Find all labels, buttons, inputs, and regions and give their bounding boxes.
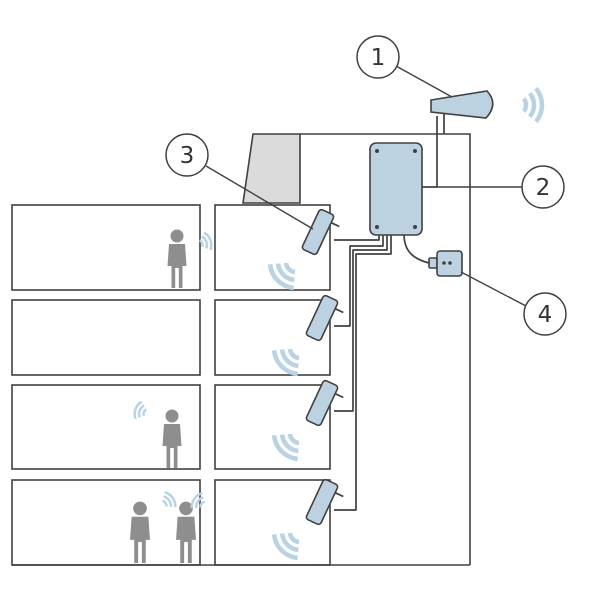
- indoor-antenna-3: [305, 379, 344, 427]
- outlet-pin-icon: [448, 261, 452, 265]
- building-cross-section: [11, 133, 471, 566]
- leader-line-1: [395, 65, 453, 98]
- callout-4: 4: [523, 292, 567, 336]
- callout-3: 3: [165, 133, 209, 177]
- indoor-antenna-1: [301, 208, 340, 256]
- outdoor-signal-waves-icon: [524, 88, 542, 121]
- indoor-antenna-2: [305, 294, 344, 342]
- roof-structure: [242, 133, 301, 204]
- power-cord: [403, 233, 430, 264]
- room-floor2-left: [11, 299, 201, 376]
- leader-line-4: [460, 271, 527, 307]
- screw-icon: [413, 225, 417, 229]
- cable-to-antenna-2: [334, 234, 384, 327]
- power-plug: [428, 257, 438, 269]
- outdoor-antenna-cable: [421, 116, 438, 188]
- cable-to-antenna-1: [334, 234, 380, 241]
- screw-icon: [413, 149, 417, 153]
- callout-1-number: 1: [371, 45, 386, 71]
- cable-to-antenna-4: [334, 234, 392, 511]
- cable-to-antenna-3: [334, 234, 388, 412]
- callout-leaders: [205, 65, 527, 307]
- booster-unit: [369, 142, 423, 236]
- outdoor-antenna-body: [430, 90, 494, 119]
- screw-icon: [375, 149, 379, 153]
- outdoor-antenna: [430, 88, 542, 134]
- indoor-antenna-4: [305, 478, 344, 526]
- outlet-pin-icon: [442, 261, 446, 265]
- room-floor1-left: [11, 204, 201, 291]
- callout-2-number: 2: [536, 175, 551, 201]
- screw-icon: [375, 225, 379, 229]
- callout-4-number: 4: [538, 302, 553, 328]
- callout-1: 1: [356, 35, 400, 79]
- indoor-antennas: [270, 208, 344, 558]
- leader-line-3: [205, 165, 314, 230]
- power-outlet: [428, 250, 463, 277]
- booster-box: [369, 142, 423, 236]
- tower-wall: [300, 133, 471, 565]
- room-floor4-right: [214, 479, 331, 566]
- callout-2: 2: [521, 165, 565, 209]
- callouts: 1 2 3 4: [165, 35, 567, 336]
- callout-3-number: 3: [180, 143, 195, 169]
- room-floor4-left: [11, 479, 201, 566]
- room-floor3-right: [214, 384, 331, 470]
- cabling: [334, 116, 438, 511]
